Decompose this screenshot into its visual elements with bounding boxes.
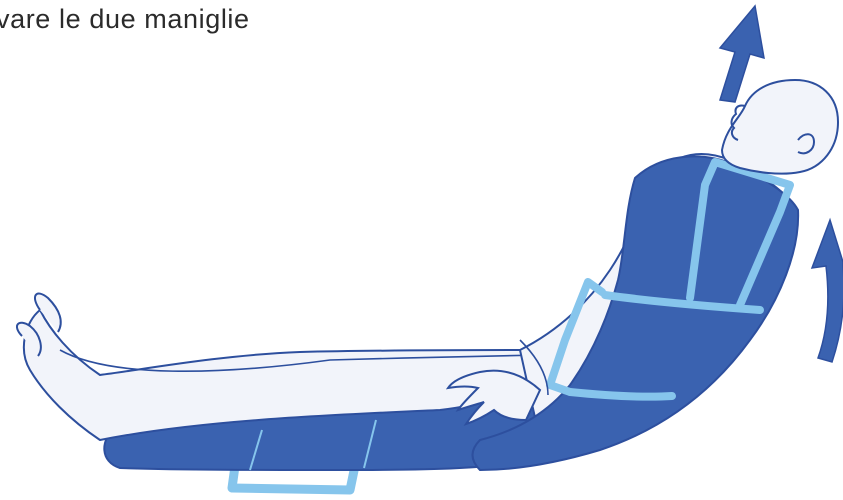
curved-arrow-icon (812, 220, 843, 362)
patient-head (722, 80, 838, 174)
lower-band (570, 392, 672, 397)
arrow-up-icon (720, 6, 764, 102)
